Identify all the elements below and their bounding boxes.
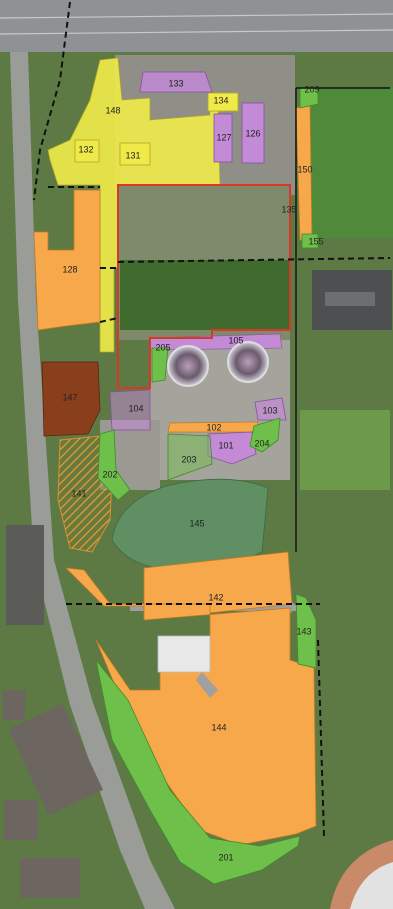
red-outline: [117, 184, 291, 389]
ferris-wheel: [167, 345, 209, 387]
label-134: 134: [213, 95, 228, 105]
label-150: 150: [297, 164, 312, 174]
zone-205[interactable]: [151, 347, 169, 383]
track-infield: [350, 862, 393, 909]
label-101: 101: [218, 440, 233, 450]
label-147: 147: [62, 392, 77, 402]
zone-133[interactable]: [139, 71, 213, 93]
dashed-boundary: [99, 317, 119, 323]
inner-road: [196, 672, 218, 698]
building-roof-detail: [325, 292, 375, 306]
label-143: 143: [296, 626, 311, 636]
label-105: 105: [228, 335, 243, 345]
label-132: 132: [78, 144, 93, 154]
label-127: 127: [216, 132, 231, 142]
dashed-boundary: [117, 257, 391, 263]
zone-134[interactable]: [207, 92, 239, 112]
label-128: 128: [62, 264, 77, 274]
label-148: 148: [105, 105, 120, 115]
label-205: 205: [155, 342, 170, 352]
label-104: 104: [128, 403, 143, 413]
zone-126[interactable]: [241, 102, 265, 164]
zone-131[interactable]: [119, 142, 151, 166]
label-102: 102: [206, 422, 221, 432]
left-road: [10, 52, 175, 909]
zone-203[interactable]: [167, 433, 213, 481]
label-131: 131: [125, 150, 140, 160]
building-white: [157, 635, 211, 673]
lane-marking: [0, 13, 393, 19]
ferris-wheel: [227, 341, 269, 383]
zone-101[interactable]: [207, 431, 257, 465]
zone-103[interactable]: [254, 397, 287, 421]
label-203: 203: [181, 454, 196, 464]
house: [4, 800, 38, 840]
zone-143[interactable]: [295, 593, 317, 669]
zone-147[interactable]: [41, 361, 101, 437]
label-209: 209: [304, 84, 319, 94]
label-142: 142: [208, 592, 223, 602]
zone-104[interactable]: [109, 389, 151, 431]
house: [8, 703, 104, 816]
label-204: 204: [254, 438, 269, 448]
zone-132[interactable]: [74, 139, 100, 163]
highway: [0, 0, 393, 52]
label-103: 103: [262, 405, 277, 415]
zone-201[interactable]: [95, 659, 301, 885]
house: [3, 690, 25, 720]
label-155: 155: [308, 236, 323, 246]
label-201: 201: [218, 852, 233, 862]
lawn: [300, 410, 390, 490]
dashed-boundary: [317, 639, 325, 837]
label-133: 133: [168, 78, 183, 88]
dashed-boundary: [33, 1, 71, 201]
label-145: 145: [189, 518, 204, 528]
label-135: 135: [281, 204, 296, 214]
zone-128[interactable]: [33, 189, 101, 331]
label-126: 126: [245, 128, 260, 138]
house: [20, 858, 80, 898]
label-141: 141: [71, 488, 86, 498]
tree-cluster: [120, 260, 290, 330]
zone-204[interactable]: [249, 417, 281, 453]
house: [6, 525, 44, 625]
zone-155[interactable]: [301, 233, 319, 249]
zone-127[interactable]: [213, 113, 233, 163]
label-144: 144: [211, 722, 226, 732]
zone-202[interactable]: [97, 429, 131, 501]
sports-field: [310, 88, 393, 238]
label-202: 202: [102, 469, 117, 479]
